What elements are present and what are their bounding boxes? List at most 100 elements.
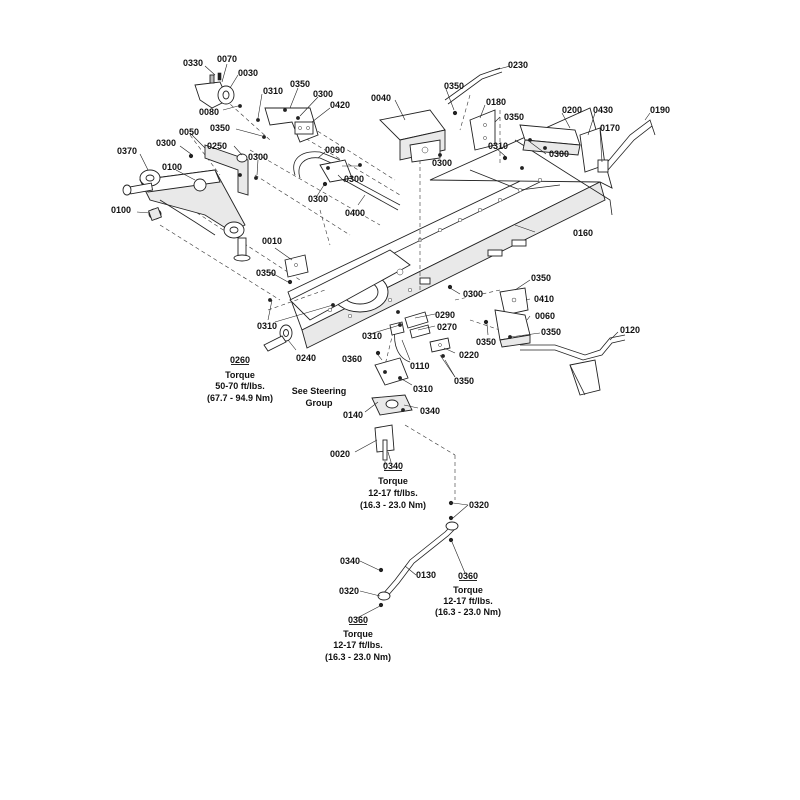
- front-axle-assembly: [122, 169, 251, 262]
- label-0080: 0080: [199, 107, 219, 117]
- part-0220: [429, 337, 451, 353]
- part-0290: [404, 311, 429, 329]
- label-0160: 0160: [573, 228, 593, 238]
- bracket-0180: [469, 109, 496, 151]
- torque-note-0360-right: 0360 —— Torque 12-17 ft/lbs. (16.3 - 23.…: [435, 571, 501, 617]
- label-0140: 0140: [343, 410, 363, 420]
- bracket-0040: [379, 109, 446, 163]
- bracket-0200: [519, 124, 581, 156]
- torque-0360l-value: 12-17 ft/lbs.: [333, 640, 383, 650]
- bracket-0060: [494, 309, 531, 348]
- label-0090: 0090: [325, 145, 345, 155]
- torque-0340-metric: (16.3 - 23.0 Nm): [360, 500, 426, 510]
- label-0060: 0060: [535, 311, 555, 321]
- part-0010: [284, 254, 309, 278]
- steering-reference-note: See Steering Group: [292, 386, 347, 408]
- label-0070: 0070: [217, 54, 237, 64]
- label-0230: 0230: [508, 60, 528, 70]
- rod-0400: [319, 159, 401, 211]
- label-0020: 0020: [330, 449, 350, 459]
- torque-0260-dash: ——: [231, 359, 249, 369]
- label-0330: 0330: [183, 58, 203, 68]
- label-0170: 0170: [600, 123, 620, 133]
- label-0190: 0190: [650, 105, 670, 115]
- label-0250: 0250: [207, 141, 227, 151]
- label-0350-g: 0350: [541, 327, 561, 337]
- label-0240: 0240: [296, 353, 316, 363]
- label-0100-b: 0100: [111, 205, 131, 215]
- label-0300-i: 0300: [463, 289, 483, 299]
- label-0360-a: 0360: [342, 354, 362, 364]
- torque-0260-word: Torque: [225, 370, 255, 380]
- part-0110: [389, 321, 411, 363]
- label-0400: 0400: [345, 208, 365, 218]
- steering-ref-line2: Group: [306, 398, 333, 408]
- steering-ref-line1: See Steering: [292, 386, 347, 396]
- torque-note-0260: 0260 —— Torque 50-70 ft/lbs. (67.7 - 94.…: [207, 355, 273, 403]
- label-0120: 0120: [620, 325, 640, 335]
- torque-0360r-part: 0360: [458, 571, 478, 581]
- torque-0360l-metric: (16.3 - 23.0 Nm): [325, 652, 391, 662]
- label-0420: 0420: [330, 100, 350, 110]
- assembly-guide-lines: [159, 94, 501, 500]
- torque-0340-dash: ——: [384, 465, 402, 475]
- leader-lines: [136, 63, 651, 619]
- pedal-0120: [520, 334, 626, 396]
- label-0010: 0010: [262, 236, 282, 246]
- label-0220: 0220: [459, 350, 479, 360]
- label-0430: 0430: [593, 105, 613, 115]
- label-0310-c: 0310: [257, 321, 277, 331]
- label-0310-a: 0310: [263, 86, 283, 96]
- label-0350-d: 0350: [210, 123, 230, 133]
- rod-0090: [293, 151, 341, 179]
- label-0200: 0200: [562, 105, 582, 115]
- drag-link-0130: [377, 521, 459, 601]
- label-0110: 0110: [410, 361, 430, 371]
- part-labels: 0330 0070 0030 0080 0310 0350 0300 0420 …: [111, 54, 670, 596]
- torque-note-0360-left: 0360 —— Torque 12-17 ft/lbs. (16.3 - 23.…: [325, 615, 391, 662]
- label-0350-a: 0350: [290, 79, 310, 89]
- torque-0360r-value: 12-17 ft/lbs.: [443, 596, 493, 606]
- torque-0360l-word: Torque: [343, 629, 373, 639]
- torque-0340-part: 0340: [383, 461, 403, 471]
- label-0100-a: 0100: [162, 162, 182, 172]
- torque-0360r-metric: (16.3 - 23.0 Nm): [435, 607, 501, 617]
- label-0340-a: 0340: [420, 406, 440, 416]
- label-0370: 0370: [117, 146, 137, 156]
- torque-0340-word: Torque: [378, 476, 408, 486]
- label-0310-d: 0310: [362, 331, 382, 341]
- label-0350-b: 0350: [444, 81, 464, 91]
- torque-0360l-part: 0360: [348, 615, 368, 625]
- label-0300-c: 0300: [248, 152, 268, 162]
- torque-0360r-dash: ——: [459, 575, 477, 585]
- steering-bracket-0140: [371, 357, 413, 416]
- torque-0260-part: 0260: [230, 355, 250, 365]
- label-0290: 0290: [435, 310, 455, 320]
- torque-0360l-dash: ——: [349, 619, 367, 629]
- spindle-parts: [194, 74, 235, 109]
- label-0350-c: 0350: [504, 112, 524, 122]
- link-0230: [444, 67, 503, 105]
- label-0300-f: 0300: [344, 174, 364, 184]
- label-0350-e: 0350: [256, 268, 276, 278]
- main-frame: [287, 107, 613, 349]
- bracket-0410: [499, 287, 529, 316]
- label-0300-b: 0300: [156, 138, 176, 148]
- label-0050: 0050: [179, 127, 199, 137]
- label-0270: 0270: [437, 322, 457, 332]
- torque-0260-value: 50-70 ft/lbs.: [215, 381, 265, 391]
- label-0320-b: 0320: [339, 586, 359, 596]
- label-0300-g: 0300: [308, 194, 328, 204]
- torque-0340-value: 12-17 ft/lbs.: [368, 488, 418, 498]
- label-0300-e: 0300: [549, 149, 569, 159]
- torque-note-0340: 0340 —— Torque 12-17 ft/lbs. (16.3 - 23.…: [360, 461, 426, 510]
- label-0410: 0410: [534, 294, 554, 304]
- label-0030: 0030: [238, 68, 258, 78]
- label-0130: 0130: [416, 570, 436, 580]
- torque-0360r-word: Torque: [453, 585, 483, 595]
- lever-0190: [597, 119, 656, 173]
- label-0300-d: 0300: [432, 158, 452, 168]
- part-0260: [263, 335, 287, 352]
- label-0320-a: 0320: [469, 500, 489, 510]
